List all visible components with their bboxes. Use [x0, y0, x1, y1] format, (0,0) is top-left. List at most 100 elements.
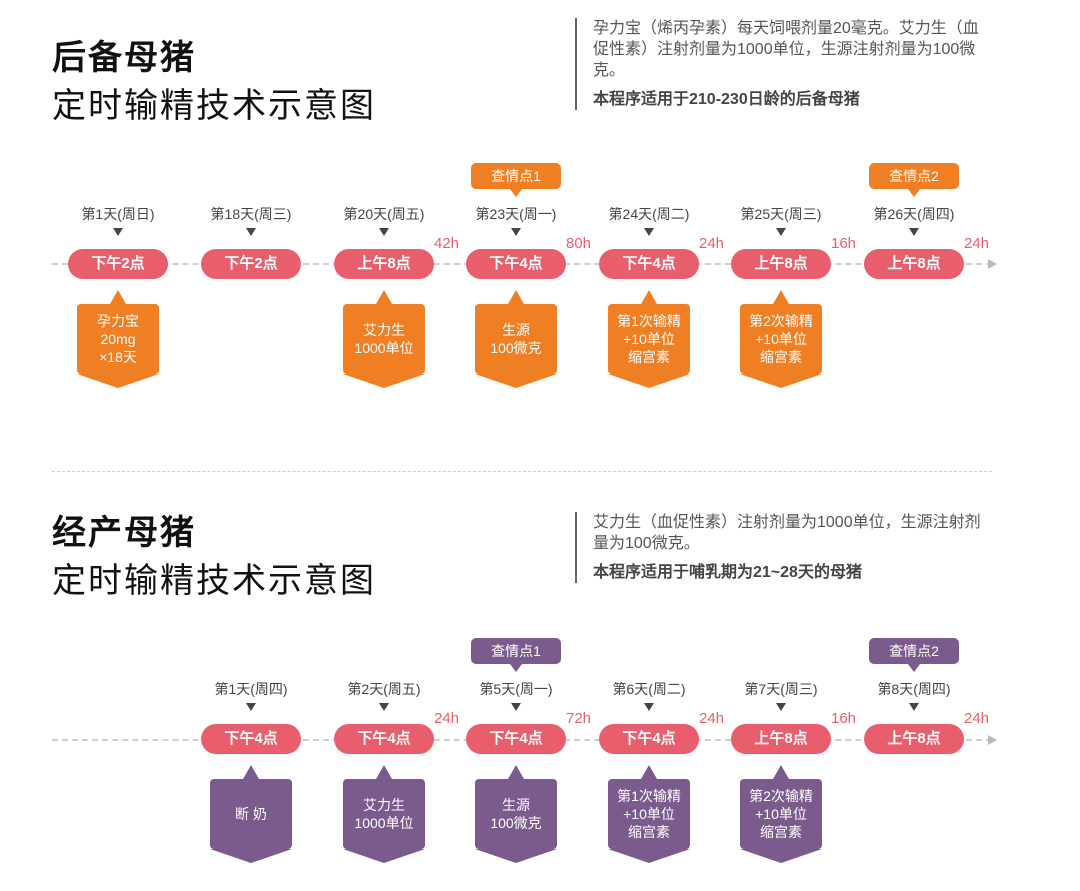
- action-box: 第2次输精 +10单位 缩宫素: [740, 290, 822, 388]
- action-text: 孕力宝 20mg ×18天: [77, 304, 159, 374]
- action-text: 艾力生 1000单位: [343, 304, 425, 374]
- sow-note: 艾力生（血促性素）注射剂量为1000单位，生源注射剂量为100微克。 本程序适用…: [575, 512, 983, 583]
- day-label: 第7天(周三): [744, 681, 818, 697]
- day-label: 第6天(周二): [612, 681, 686, 697]
- gilt-timeline-arrow-icon: [988, 259, 997, 269]
- action-text: 第1次输精 +10单位 缩宫素: [608, 304, 690, 374]
- action-box: 生源 100微克: [475, 765, 557, 863]
- time-pill: 下午4点: [599, 724, 699, 754]
- box-pointer-icon: [641, 290, 657, 304]
- time-pill: 下午4点: [599, 249, 699, 279]
- interval-label: 24h: [964, 235, 990, 252]
- sow-title: 经产母猪: [52, 514, 196, 552]
- box-chevron-icon: [740, 849, 822, 863]
- interval-label: 24h: [699, 235, 725, 252]
- box-pointer-icon: [773, 290, 789, 304]
- sow-subtitle: 定时输精技术示意图: [52, 562, 376, 600]
- action-box: 断 奶: [210, 765, 292, 863]
- gilt-title: 后备母猪: [52, 39, 196, 77]
- day-label: 第1天(周日): [81, 206, 155, 222]
- time-pill: 下午2点: [201, 249, 301, 279]
- action-text: 生源 100微克: [475, 304, 557, 374]
- day-pointer-icon: [776, 703, 786, 711]
- day-pointer-icon: [511, 228, 521, 236]
- action-text: 第2次输精 +10单位 缩宫素: [740, 779, 822, 849]
- action-text: 艾力生 1000单位: [343, 779, 425, 849]
- sow-note-scope: 本程序适用于哺乳期为21~28天的母猪: [593, 564, 862, 581]
- time-pill: 下午2点: [68, 249, 168, 279]
- gilt-note-desc: 孕力宝（烯丙孕素）每天饲喂剂量20毫克。艾力生（血促性素）注射剂量为1000单位…: [593, 20, 979, 79]
- time-pill: 下午4点: [466, 249, 566, 279]
- box-chevron-icon: [608, 849, 690, 863]
- day-pointer-icon: [246, 228, 256, 236]
- action-box: 第1次输精 +10单位 缩宫素: [608, 290, 690, 388]
- box-pointer-icon: [508, 765, 524, 779]
- time-pill: 上午8点: [731, 724, 831, 754]
- action-box: 第1次输精 +10单位 缩宫素: [608, 765, 690, 863]
- box-pointer-icon: [641, 765, 657, 779]
- interval-label: 24h: [699, 710, 725, 727]
- box-chevron-icon: [343, 849, 425, 863]
- day-pointer-icon: [644, 228, 654, 236]
- interval-label: 16h: [831, 235, 857, 252]
- day-label: 第23天(周一): [475, 206, 557, 222]
- day-pointer-icon: [511, 703, 521, 711]
- check-point-tag: 查情点1: [471, 163, 561, 189]
- action-box: 艾力生 1000单位: [343, 290, 425, 388]
- day-pointer-icon: [909, 228, 919, 236]
- day-label: 第8天(周四): [877, 681, 951, 697]
- tag-pointer-icon: [908, 189, 920, 197]
- interval-label: 42h: [434, 235, 460, 252]
- gilt-note-scope: 本程序适用于210-230日龄的后备母猪: [593, 91, 860, 108]
- day-pointer-icon: [909, 703, 919, 711]
- box-chevron-icon: [77, 374, 159, 388]
- action-text: 第2次输精 +10单位 缩宫素: [740, 304, 822, 374]
- box-pointer-icon: [110, 290, 126, 304]
- interval-label: 16h: [831, 710, 857, 727]
- day-label: 第24天(周二): [608, 206, 690, 222]
- day-pointer-icon: [113, 228, 123, 236]
- gilt-subtitle: 定时输精技术示意图: [52, 87, 376, 125]
- day-pointer-icon: [644, 703, 654, 711]
- time-pill: 上午8点: [731, 249, 831, 279]
- time-pill: 下午4点: [334, 724, 434, 754]
- action-text: 断 奶: [210, 779, 292, 849]
- box-pointer-icon: [376, 765, 392, 779]
- day-label: 第25天(周三): [740, 206, 822, 222]
- action-box: 生源 100微克: [475, 290, 557, 388]
- interval-label: 72h: [566, 710, 592, 727]
- box-pointer-icon: [376, 290, 392, 304]
- time-pill: 上午8点: [864, 724, 964, 754]
- time-pill: 上午8点: [334, 249, 434, 279]
- day-label: 第26天(周四): [873, 206, 955, 222]
- check-point-tag: 查情点2: [869, 638, 959, 664]
- box-chevron-icon: [475, 374, 557, 388]
- action-text: 生源 100微克: [475, 779, 557, 849]
- check-point-tag: 查情点2: [869, 163, 959, 189]
- day-pointer-icon: [246, 703, 256, 711]
- action-box: 艾力生 1000单位: [343, 765, 425, 863]
- tag-pointer-icon: [510, 664, 522, 672]
- box-chevron-icon: [608, 374, 690, 388]
- action-box: 孕力宝 20mg ×18天: [77, 290, 159, 388]
- interval-label: 24h: [964, 710, 990, 727]
- day-label: 第2天(周五): [347, 681, 421, 697]
- gilt-note: 孕力宝（烯丙孕素）每天饲喂剂量20毫克。艾力生（血促性素）注射剂量为1000单位…: [575, 18, 983, 110]
- section-divider: [52, 471, 992, 472]
- box-pointer-icon: [773, 765, 789, 779]
- tag-pointer-icon: [908, 664, 920, 672]
- day-pointer-icon: [379, 703, 389, 711]
- interval-label: 80h: [566, 235, 592, 252]
- box-chevron-icon: [740, 374, 822, 388]
- action-box: 第2次输精 +10单位 缩宫素: [740, 765, 822, 863]
- day-label: 第5天(周一): [479, 681, 553, 697]
- box-chevron-icon: [475, 849, 557, 863]
- day-pointer-icon: [379, 228, 389, 236]
- box-chevron-icon: [210, 849, 292, 863]
- sow-note-desc: 艾力生（血促性素）注射剂量为1000单位，生源注射剂量为100微克。: [593, 514, 981, 552]
- sow-timeline-arrow-icon: [988, 735, 997, 745]
- action-text: 第1次输精 +10单位 缩宫素: [608, 779, 690, 849]
- tag-pointer-icon: [510, 189, 522, 197]
- box-pointer-icon: [508, 290, 524, 304]
- box-pointer-icon: [243, 765, 259, 779]
